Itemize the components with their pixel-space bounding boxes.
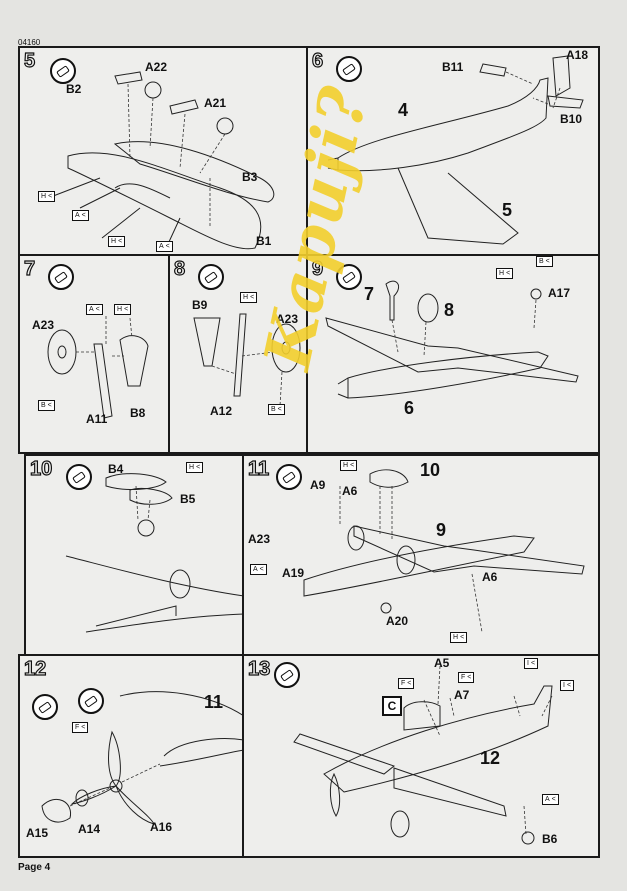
part-label: A20 [386,614,409,628]
part-label: A12 [210,404,233,418]
part-label: B2 [66,82,82,96]
part-label: B11 [442,60,464,74]
glue-icon [198,264,224,290]
step-13-panel: 13 C A5 A7 B6 F F I I A 12 [242,654,600,858]
page-footer: Page 4 [18,862,51,873]
part-label: A23 [276,312,299,326]
assembly-flag: H [240,292,258,303]
assembly-flag: B [268,404,285,415]
subassembly-number: 11 [204,692,224,712]
glue-icon [336,264,362,290]
part-label: A9 [310,478,326,492]
step-5-drawing [47,71,275,250]
subassembly-number: 8 [444,300,455,320]
subassembly-number: 6 [404,398,415,418]
assembly-flag: B [38,400,55,411]
subassembly-number: 10 [420,460,441,480]
part-label: A5 [434,656,450,670]
step-7-panel: 7 A23 A11 B8 A H B [18,254,172,454]
subassembly-number: 4 [398,100,409,120]
part-label: A6 [482,570,498,584]
step-number: 12 [23,657,47,680]
part-label: B10 [560,112,583,126]
step-7-drawing [47,316,149,419]
step-number: 13 [247,657,271,680]
part-label: A22 [145,60,168,74]
step-6-drawing [327,55,584,245]
part-label: A23 [248,532,271,546]
subassembly-number: 7 [364,284,375,304]
part-label: B5 [180,492,196,506]
step-number: 7 [23,257,36,280]
assembly-flag: H [450,632,468,643]
marking-c-tag: C [382,696,402,716]
assembly-flag: H [186,462,204,473]
step-9-panel: 9 A17 H B 7 8 6 [306,254,600,454]
part-label: A7 [454,688,470,702]
part-label: A11 [86,412,108,426]
step-number: 5 [23,49,36,72]
step-number: 11 [247,457,270,480]
document-code: 04160 [18,38,41,47]
subassembly-number: 5 [502,200,513,220]
part-label: A21 [204,96,227,110]
step-9-drawing [325,280,579,399]
part-label: A23 [32,318,55,332]
subassembly-number: 12 [480,748,501,768]
part-label: A18 [566,48,589,62]
part-label: A15 [26,826,49,840]
step-11-drawing [303,469,585,633]
assembly-flag: A [156,241,173,252]
assembly-flag: I [524,658,539,669]
assembly-flag: H [108,236,126,247]
no-glue-icon [78,688,104,714]
assembly-flag: A [86,304,103,315]
part-label: B6 [542,832,558,846]
glue-icon [66,464,92,490]
step-6-panel: 6 B11 A18 B10 4 5 [306,46,600,258]
assembly-flag: A [542,794,559,805]
glue-icon [274,662,300,688]
assembly-flag: A [250,564,267,575]
glue-icon [276,464,302,490]
glue-icon [48,264,74,290]
assembly-flag: H [496,268,514,279]
part-label: B8 [130,406,146,420]
step-12-panel: 12 A15 A14 A16 F 11 [18,654,246,858]
assembly-flag: H [340,460,358,471]
part-label: B3 [242,170,258,184]
step-number: 8 [173,257,186,280]
assembly-flag: I [560,680,575,691]
part-label: A17 [548,286,571,300]
subassembly-number: 9 [436,520,447,540]
assembly-flag: H [114,304,132,315]
step-8-panel: 8 B9 A23 A12 H B [168,254,310,454]
part-label: B4 [108,462,124,476]
part-label: B1 [256,234,272,248]
step-number: 9 [311,257,324,280]
glue-icon [50,58,76,84]
step-11-panel: 11 A9 A6 A23 A19 A6 A20 H A H 10 9 [242,454,600,658]
step-number: 6 [311,49,324,72]
assembly-flag: F [72,722,89,733]
step-13-drawing [293,665,553,845]
step-12-drawing [41,691,244,825]
part-label: A14 [78,822,101,836]
part-label: A16 [150,820,173,834]
assembly-flag: F [458,672,475,683]
assembly-flag: H [38,191,56,202]
part-label: A6 [342,484,358,498]
step-10-panel: 10 B4 B5 H [24,454,246,658]
assembly-flag: A [72,210,89,221]
step-10-drawing [65,473,244,633]
glue-icon [32,694,58,720]
part-label: A19 [282,566,305,580]
glue-icon [336,56,362,82]
part-label: B9 [192,298,208,312]
step-8-drawing [193,313,301,407]
step-number: 10 [29,457,53,480]
assembly-flag: F [398,678,415,689]
step-5-panel: 5 A22 B2 A21 B3 B1 H A H A [18,46,310,258]
assembly-flag: B [536,256,553,267]
